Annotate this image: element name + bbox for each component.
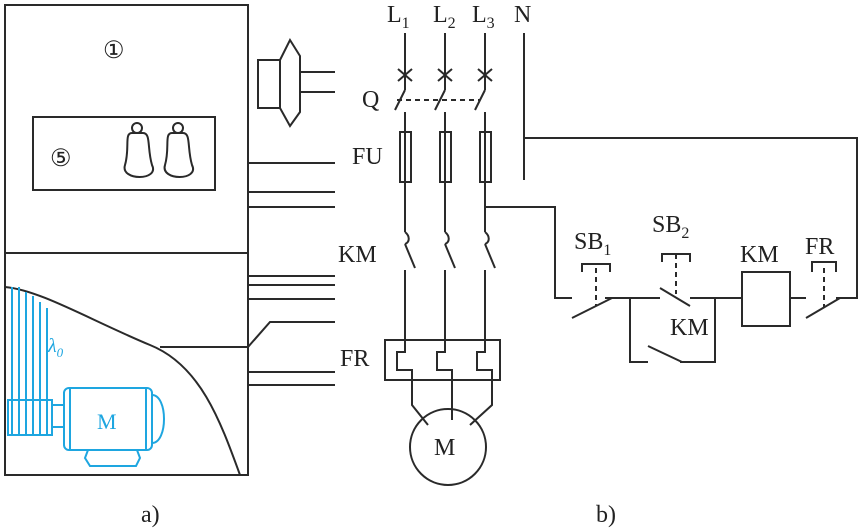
motor-assembly: [7, 287, 165, 467]
fuse-label: FU: [352, 144, 383, 170]
phase-l1-label: L1: [387, 2, 410, 32]
motor-lead-3: [469, 382, 493, 426]
cabinet-outline: [4, 4, 249, 476]
fuse-3: [479, 131, 492, 183]
start-button-label: SB2: [652, 212, 689, 242]
pulley-1-axle: [131, 122, 143, 134]
pulley-2-icon: [163, 132, 195, 178]
phase-conductors: [394, 33, 525, 232]
panel-b: L1 L2 L3 N Q F: [338, 2, 858, 528]
outlet-fitting-icon: [257, 37, 335, 128]
motor-b-symbol: [409, 408, 487, 486]
caption-b: b): [596, 502, 616, 528]
caption-a: a): [141, 502, 160, 528]
lambda-label: λ0: [47, 335, 64, 360]
control-circuit: [485, 137, 858, 363]
motor-lead-1: [411, 382, 429, 426]
motor-b-label: M: [434, 435, 455, 461]
fr-contact-label: FR: [805, 234, 834, 260]
cutaway-edge: [4, 286, 241, 476]
pulley-2-axle: [172, 122, 184, 134]
fuse-1: [399, 131, 412, 183]
stop-button-label: SB1: [574, 229, 611, 259]
breaker-label: Q: [362, 87, 379, 113]
coil-label: KM: [740, 242, 779, 268]
part-1-label: ①: [103, 38, 125, 64]
motor-a-label: M: [97, 409, 117, 434]
phase-l3-label: L3: [472, 2, 495, 32]
panel-a: ① ⑤: [4, 4, 335, 528]
contactor-main-contacts: [404, 231, 496, 340]
hold-contact-label: KM: [670, 315, 709, 341]
pulley-1-icon: [123, 132, 155, 178]
phase-l2-label: L2: [433, 2, 456, 32]
overload-label: FR: [340, 346, 369, 372]
fuse-2: [439, 131, 452, 183]
part-5-label: ⑤: [50, 146, 72, 172]
belt-guard-box: [32, 116, 216, 191]
neutral-label: N: [514, 2, 531, 28]
overload-relay: [384, 339, 501, 382]
pipe-lines: [247, 162, 335, 386]
contactor-label: KM: [338, 242, 377, 268]
